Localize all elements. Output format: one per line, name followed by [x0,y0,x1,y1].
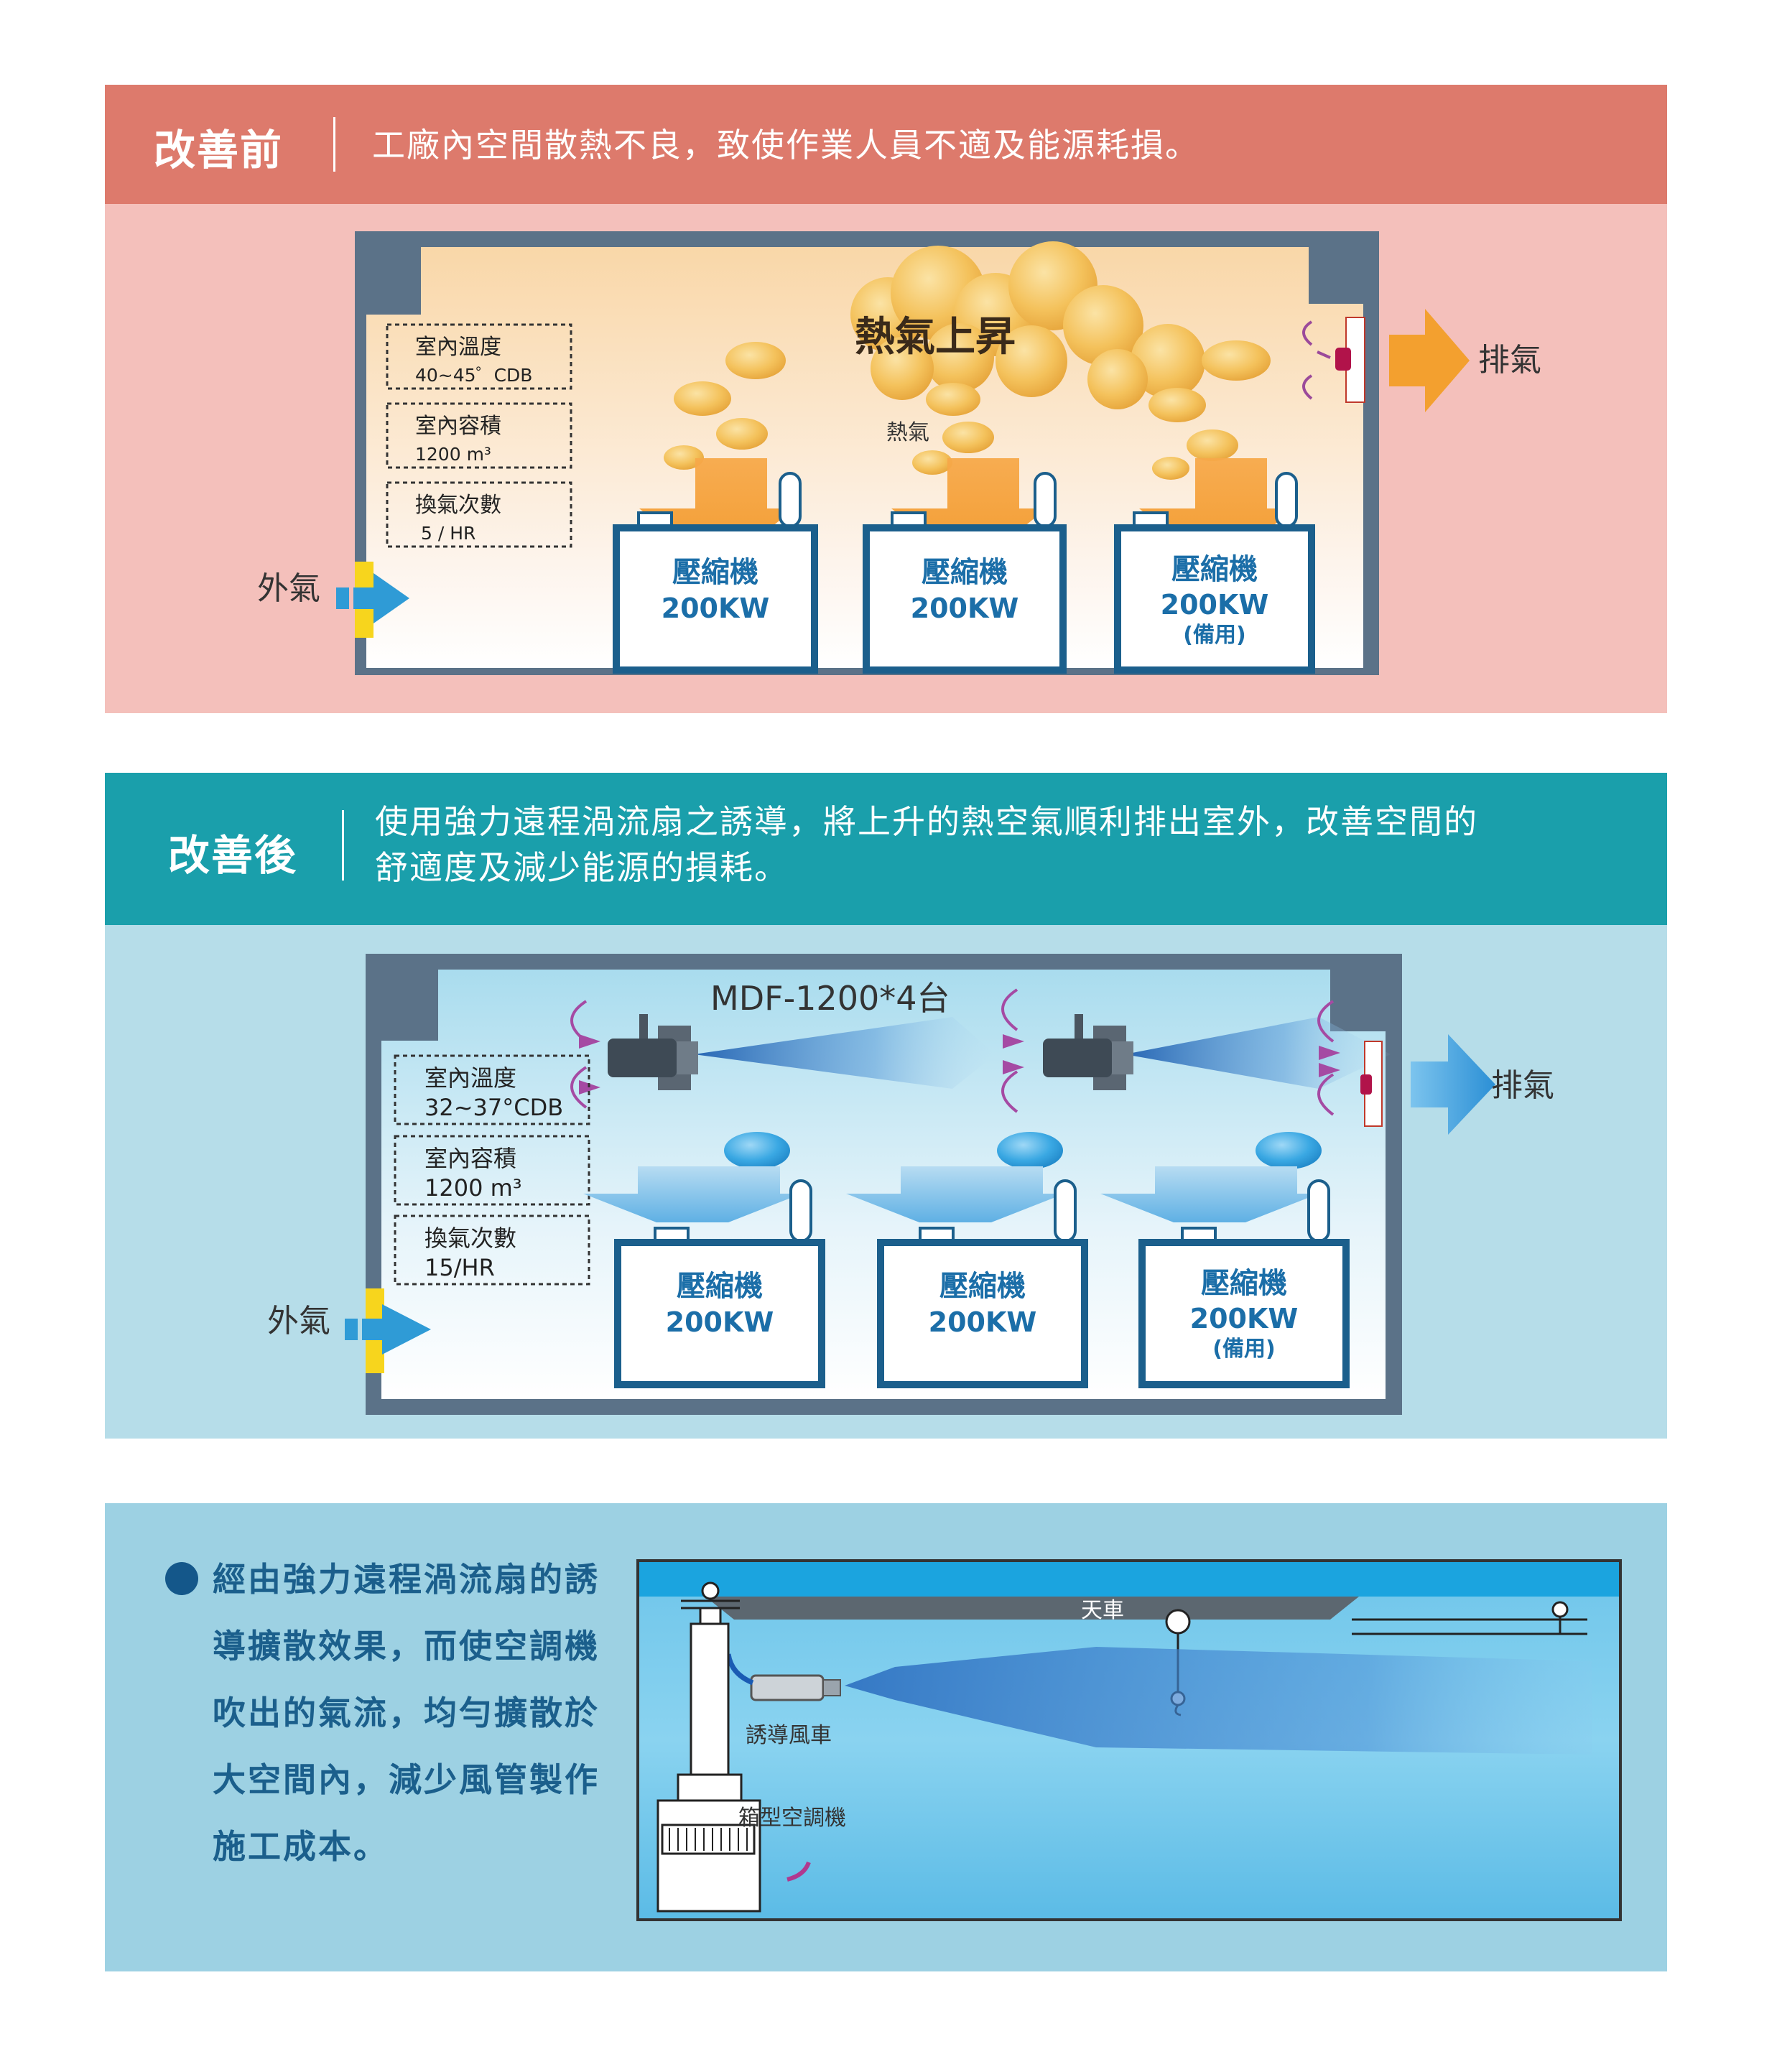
ac-label: 箱型空調機 [738,1806,846,1831]
before-compressor-3-power: 200KW [1161,589,1269,621]
after-vortex-fans [608,1014,1133,1090]
before-info-label-3: 換氣次數 [415,493,501,518]
bottom-air-jet [845,1647,1592,1755]
after-info-label-2: 室內容積 [424,1145,516,1172]
box-ac-unit [656,1581,761,1913]
after-info-label-3: 換氣次數 [424,1225,516,1252]
after-intake-label: 外氣 [267,1303,330,1339]
before-compressor-2-power: 200KW [911,593,1019,624]
before-intake-arrow [336,573,409,623]
before-divider [333,117,335,172]
after-compressor-3-note: (備用) [1212,1337,1275,1362]
before-compressor-units [613,472,1315,674]
before-exhaust-arrow [1389,309,1470,412]
bullet-text: 經由強力遠程渦流扇的誘導擴散效果，而使空調機吹出的氣流，均勻擴散於大空間內，減少… [213,1560,600,1866]
before-compressor-1-name: 壓縮機 [672,556,758,589]
after-compressor-3-name: 壓縮機 [1201,1267,1287,1300]
after-exhaust-label: 排氣 [1491,1067,1554,1104]
before-compressor-3-note: (備用) [1183,623,1245,648]
before-compressor-1-power: 200KW [662,593,770,624]
before-compressor-3-name: 壓縮機 [1171,553,1258,586]
heat-label: 熱氣 [886,420,929,445]
before-diagram: 室內溫度 40~45゜CDB 室內容積 1200 m³ 換氣次數 5 / HR … [257,231,1541,675]
after-description-line1: 使用強力遠程渦流扇之誘導，將上升的熱空氣順利排出室外，改善空間的 [375,802,1478,841]
after-exhaust-arrow [1411,1034,1495,1135]
heat-blobs [664,340,1271,480]
heat-cloud [850,241,1205,409]
after-info-label-1: 室內溫度 [424,1064,516,1092]
before-panel: 改善前 工廠內空間散熱不良，致使作業人員不適及能源耗損。 [105,85,1667,713]
cloud-label: 熱氣上昇 [855,314,1016,361]
after-diagram: MDF-1200*4台 [267,954,1554,1415]
after-info-value-2: 1200 m³ [424,1174,522,1202]
before-tag: 改善前 [154,126,284,175]
before-exhaust-fan [1302,317,1365,403]
after-compressor-1-power: 200KW [666,1306,774,1338]
before-info-value-2: 1200 m³ [415,444,491,465]
before-header-bar [105,85,1667,204]
before-info-value-1: 40~45゜CDB [415,365,532,386]
before-description: 工廠內空間散熱不良，致使作業人員不適及能源耗損。 [372,126,1199,164]
ac-airflow-arrow [786,1861,811,1882]
bottom-diagram: 天車 誘導風車 [636,1559,1622,1921]
before-exhaust-label: 排氣 [1478,342,1541,378]
after-exhaust-fan [1360,1041,1383,1127]
after-divider [342,810,344,881]
after-compressor-2-power: 200KW [929,1306,1037,1338]
before-intake-label: 外氣 [257,570,320,607]
fan-label: 誘導風車 [746,1723,832,1748]
after-description-line2: 舒適度及減少能源的損耗。 [375,848,789,887]
before-info-label-1: 室內溫度 [415,335,501,360]
after-tag: 改善後 [168,831,298,880]
after-down-arrows [583,1166,1319,1222]
bottom-panel: 經由強力遠程渦流扇的誘導擴散效果，而使空調機吹出的氣流，均勻擴散於大空間內，減少… [105,1503,1667,1971]
before-compressor-2-name: 壓縮機 [922,556,1008,589]
before-info-label-2: 室內容積 [415,414,501,439]
bullet-dot [165,1562,198,1595]
after-compressor-3-power: 200KW [1190,1303,1299,1334]
after-compressor-2-name: 壓縮機 [939,1270,1026,1303]
hall-ceiling [639,1562,1619,1597]
after-fan-label: MDF-1200*4台 [710,979,950,1018]
crane-label: 天車 [1081,1598,1124,1623]
crane-rails [1352,1601,1587,1635]
after-header-bar [105,773,1667,925]
after-info-value-1: 32~37°CDB [424,1094,563,1121]
crane-beam [705,1597,1359,1620]
after-info-value-3: 15/HR [424,1254,495,1281]
ac-vent-slats [669,1828,748,1851]
before-info-value-3: 5 / HR [421,523,475,544]
after-compressor-1-name: 壓縮機 [677,1270,763,1303]
after-intake-arrow [345,1304,431,1355]
after-info-boxes [394,1054,590,1286]
after-swirl-arrows [570,988,1340,1116]
before-info-boxes [386,323,572,548]
after-panel: 改善後 使用強力遠程渦流扇之誘導，將上升的熱空氣順利排出室外，改善空間的 舒適度… [105,773,1667,1439]
after-compressor-units [614,1179,1350,1388]
